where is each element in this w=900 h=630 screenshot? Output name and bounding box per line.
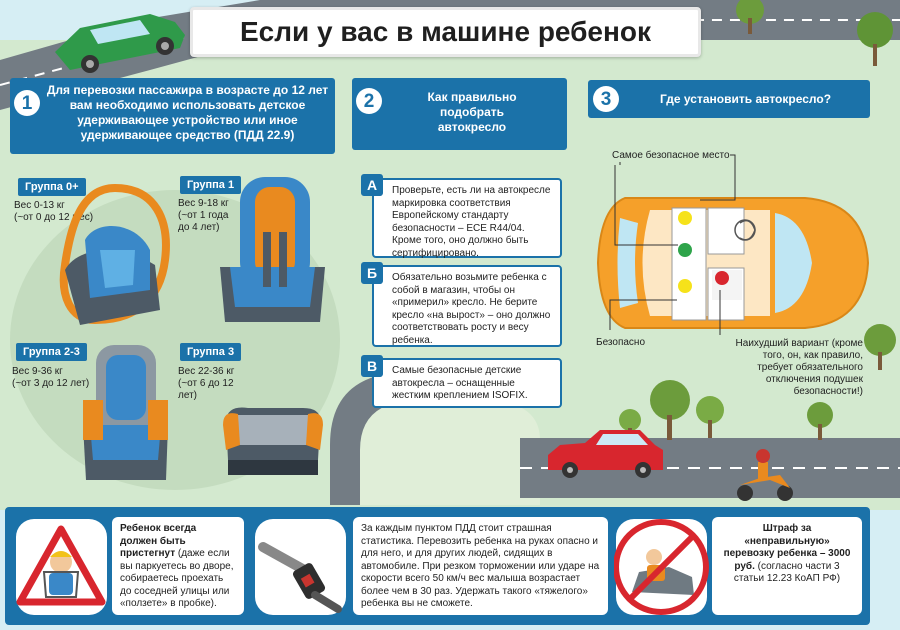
group-23-age: (~от 3 до 12 лет) <box>12 378 90 389</box>
tree-icons <box>619 0 896 440</box>
section1-header: 1 Для перевозки пассажира в возрасте до … <box>10 78 335 154</box>
fine-text-bold: Штраф за «неправильную» перевозку ребенк… <box>723 523 851 572</box>
tip-b-text: Обязательно возьмите ребенка с собой в м… <box>392 272 551 346</box>
page-title-box: Если у вас в машине ребенок <box>190 7 701 57</box>
section1-number: 1 <box>14 90 40 116</box>
no-child-on-lap-icon <box>614 519 709 615</box>
group-0plus-weight: Вес 0-13 кг <box>14 200 65 211</box>
scooter-icon <box>737 449 793 501</box>
booster-highback-icon <box>83 345 168 480</box>
tip-v-letter: В <box>361 355 383 377</box>
page-title: Если у вас в машине ребенок <box>239 16 652 47</box>
green-car-icon <box>55 14 185 73</box>
section3-heading: Где установить автокресло? <box>659 92 832 106</box>
infant-carrier-icon <box>59 183 170 325</box>
tip-a-text: Проверьте, есть ли на автокресле маркиро… <box>392 185 551 259</box>
statistics-text: За каждым пунктом ПДД стоит страшная ста… <box>361 523 600 609</box>
group-1-label: Группа 1 <box>180 176 242 194</box>
buckle-box: Ребенок всегда должен быть пристегнут (д… <box>112 517 244 615</box>
section1-heading: Для перевозки пассажира в возрасте до 12… <box>46 83 329 142</box>
tip-a-letter: А <box>361 174 383 196</box>
car-top-view-icon <box>596 197 870 329</box>
group-23-weight: Вес 9-36 кг <box>12 366 63 377</box>
tip-v-text: Самые безопасные детские автокресла – ос… <box>392 365 528 401</box>
buckle-text-rest: (даже если вы паркуетесь во дворе, собир… <box>120 548 234 609</box>
group-23-text: Вес 9-36 кг (~от 3 до 12 лет) <box>12 366 97 390</box>
seatbelt-buckle-icon <box>255 519 346 615</box>
group-3-text: Вес 22-36 кг (~от 6 до 12 лет) <box>178 366 238 402</box>
safest-seat-label: Самое безопасное место <box>612 150 730 162</box>
worst-seat-label: Наихудший вариант (кроме того, он, как п… <box>735 338 863 397</box>
child-on-board-icon <box>16 519 107 615</box>
section3-header: 3 Где установить автокресло? <box>588 80 870 118</box>
section3-number: 3 <box>593 86 619 112</box>
safe-seat-label: Безопасно <box>596 337 645 348</box>
tip-b-letter: Б <box>361 262 383 284</box>
buckle-text-bold: Ребенок всегда должен быть пристегнут <box>120 523 197 559</box>
section2-heading: Как правильно подобрать автокресло <box>427 90 517 134</box>
fine-box: Штраф за «неправильную» перевозку ребенк… <box>712 517 862 615</box>
tip-a: Проверьте, есть ли на автокресле маркиро… <box>372 178 562 259</box>
section2-number: 2 <box>356 88 382 114</box>
group-0plus-age: (~от 0 до 12 мес) <box>14 212 94 223</box>
group-0plus-text: Вес 0-13 кг (~от 0 до 12 мес) <box>14 200 94 224</box>
fine-text-rest: (согласно части 3 статьи 12.23 КоАП РФ) <box>733 560 841 585</box>
group-1-weight: Вес 9-18 кг <box>178 198 229 209</box>
group-23-label: Группа 2-3 <box>16 343 87 361</box>
tip-b: Обязательно возьмите ребенка с собой в м… <box>372 265 562 347</box>
group-3-age: (~от 6 до 12 лет) <box>178 378 234 401</box>
group-1-text: Вес 9-18 кг (~от 1 года до 4 лет) <box>178 198 233 234</box>
group-0plus-label: Группа 0+ <box>18 178 86 196</box>
child-seat-group1-icon <box>220 177 325 322</box>
group-3-label: Группа 3 <box>180 343 242 361</box>
section2-header: 2 Как правильно подобрать автокресло <box>352 78 567 150</box>
booster-cushion-icon <box>223 407 323 475</box>
red-car-icon <box>548 430 663 478</box>
group-3-weight: Вес 22-36 кг <box>178 366 235 377</box>
tip-v: Самые безопасные детские автокресла – ос… <box>372 358 562 408</box>
statistics-box: За каждым пунктом ПДД стоит страшная ста… <box>353 517 608 615</box>
group-1-age: (~от 1 года до 4 лет) <box>178 210 229 233</box>
